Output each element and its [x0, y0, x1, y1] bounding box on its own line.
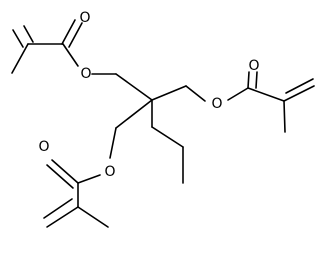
bond-co-top-a — [61, 19, 76, 45]
bond-co-right-b — [255, 71, 258, 89]
bond-ch2-center-top — [115, 73, 153, 101]
oxygen-label-ester-top: O — [80, 66, 91, 82]
bond-oester-carbonyl-bottom — [77, 174, 101, 184]
bond-co-bottom-a — [51, 159, 79, 184]
bond-vinyl-top-single — [23, 25, 34, 43]
bond-vinyl-bottom-single — [46, 206, 79, 228]
oxygen-label-ester-right: O — [211, 96, 222, 112]
bond-methyl-bottom — [77, 206, 109, 228]
bond-ch2-oester-bottom — [109, 127, 117, 159]
bond-vinyl-right-single — [283, 85, 315, 102]
oxygen-label-carbonyl-right: O — [248, 58, 259, 74]
methacrylate-group-right — [227, 71, 315, 133]
bond-vinyl-bottom-double — [43, 198, 73, 219]
oxygen-label-ester-bottom: O — [104, 164, 115, 180]
bond-vinyl-right-double — [285, 78, 314, 94]
methacrylate-group-top — [11, 19, 83, 74]
bond-center-ch2-bottom — [115, 99, 153, 129]
bond-methyl-top — [11, 43, 29, 74]
bond-ch2-oester-right — [185, 85, 206, 102]
bond-co-bottom-b — [46, 164, 74, 189]
bond-vinyl-top-double — [12, 29, 24, 48]
bond-methyl-right — [283, 100, 286, 133]
bond-carbonyl-alpha-right — [247, 87, 285, 102]
bond-carbonyl-oester-top — [62, 43, 79, 67]
bond-co-right-a — [247, 71, 250, 89]
oxygen-label-carbonyl-bottom: O — [38, 139, 49, 155]
bond-center-ch2-right — [151, 85, 187, 101]
bond-propyl-2 — [151, 126, 184, 148]
oxygen-label-carbonyl-top: O — [79, 10, 90, 26]
bond-co-top-b — [68, 22, 83, 48]
methacrylate-group-bottom — [43, 159, 109, 228]
bond-oester-carbonyl-right — [227, 87, 249, 101]
